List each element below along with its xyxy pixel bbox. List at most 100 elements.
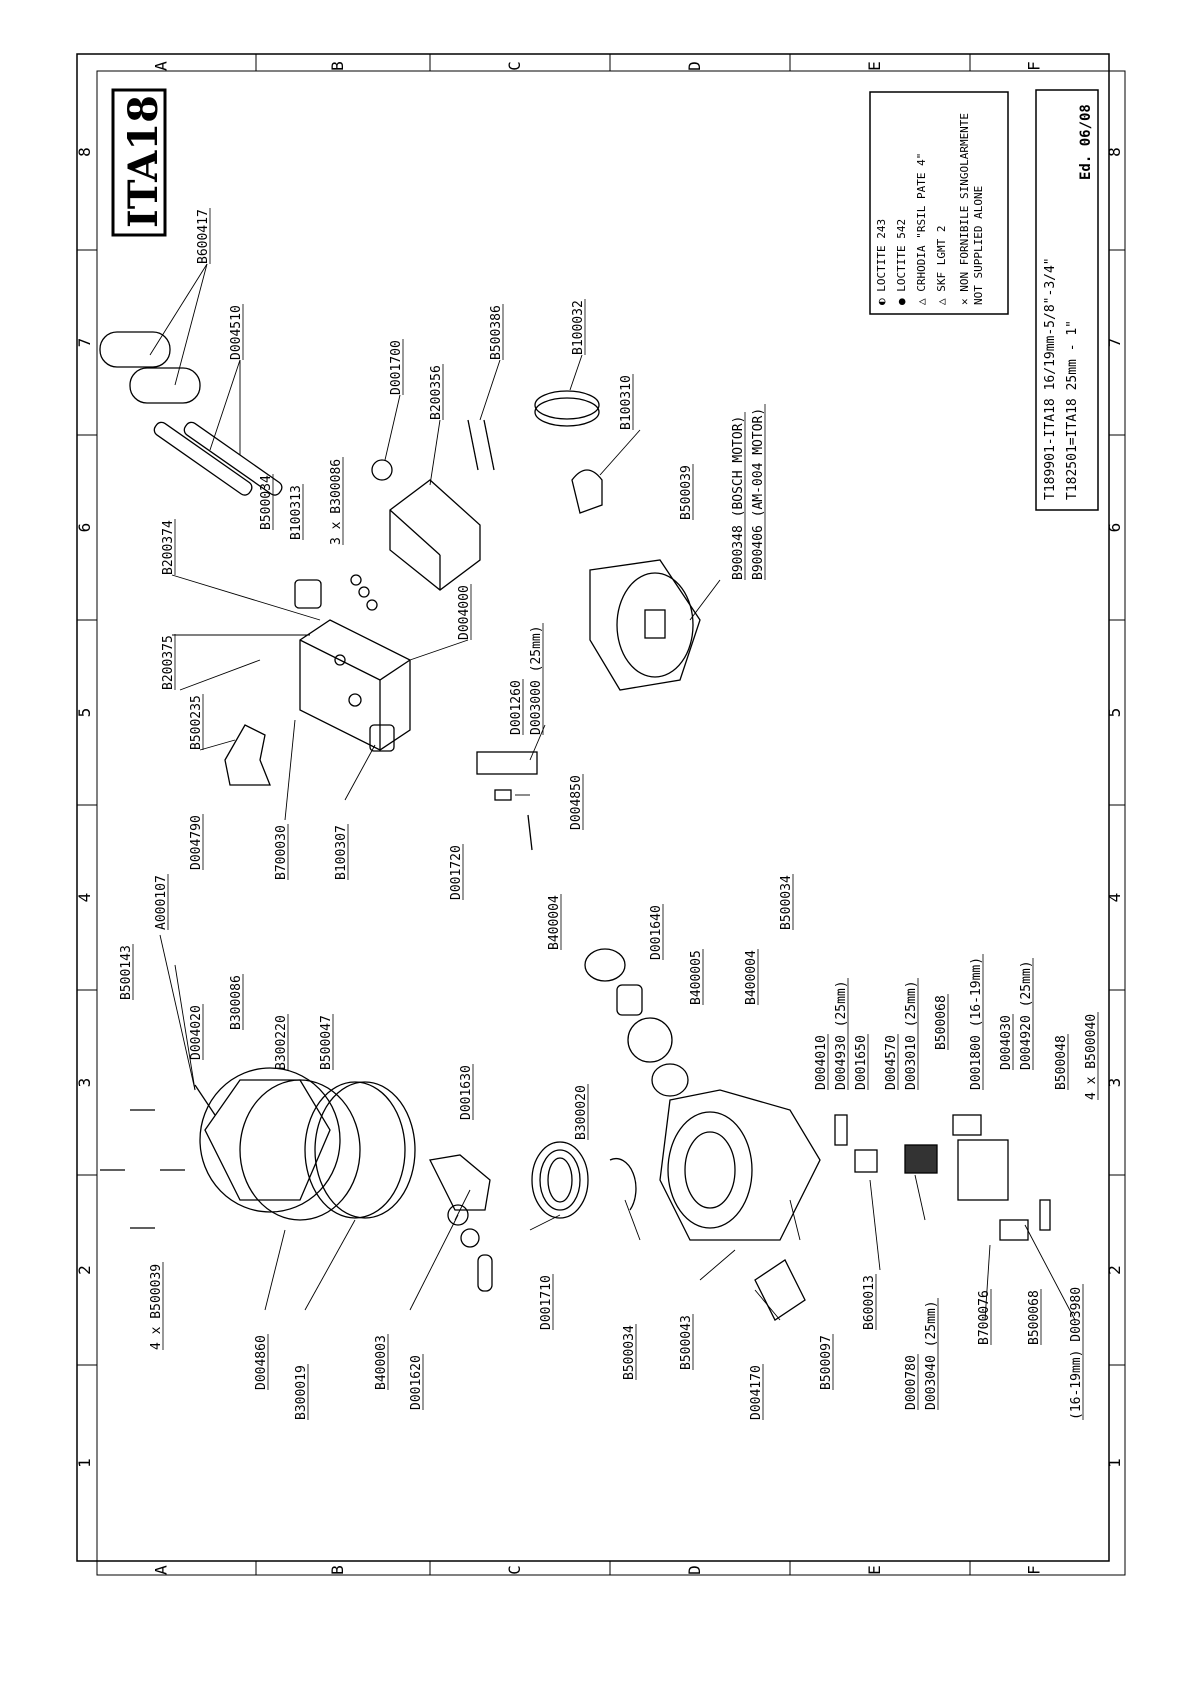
- mounting-plate: [754, 1259, 806, 1321]
- part-label-d004850: D004850: [569, 775, 584, 830]
- part-label-b100313: B100313: [289, 485, 304, 540]
- grid-col-label: 1: [75, 1458, 94, 1468]
- part-label-b500097: B500097: [819, 1335, 834, 1390]
- reference-line-2: T182501=ITA18 25mm - 1": [1065, 320, 1080, 500]
- grid-row-label: B: [328, 1565, 347, 1575]
- part-label-b900406: B900406 (AM-004 MOTOR): [751, 408, 766, 580]
- bearing-b400004-b: [651, 1063, 689, 1097]
- part-label-b500068: B500068: [1027, 1290, 1042, 1345]
- part-label-d001720: D001720: [449, 845, 464, 900]
- grid-col-label: 6: [1105, 523, 1124, 533]
- grid-row-label: C: [505, 61, 524, 71]
- grid-row-label: C: [505, 1565, 524, 1575]
- rod-1: [153, 421, 253, 496]
- part-label-d004030: D004030: [999, 1015, 1014, 1070]
- part-label-d003000: D003000 (25mm): [529, 625, 544, 735]
- legend: ◐ LOCTITE 243 ● LOCTITE 542 △ CRHODIA "RSI…: [875, 113, 985, 305]
- part-label-d004510: D004510: [229, 305, 244, 360]
- part-label-b500068-top: B500068: [934, 995, 949, 1050]
- part-label-d004570: D004570: [884, 1035, 899, 1090]
- part-label-d001630: D001630: [459, 1065, 474, 1120]
- hose-clamp: [534, 390, 600, 420]
- diaphragm: [239, 1079, 361, 1221]
- grid-col-label: 5: [1105, 708, 1124, 718]
- part-label-b700076: B700076: [977, 1290, 992, 1345]
- part-label-b500235: B500235: [189, 695, 204, 750]
- legend-item: ● LOCTITE 542: [895, 219, 908, 305]
- part-label-b400004-top: B400004: [547, 895, 562, 950]
- grid-col-label: 3: [75, 1078, 94, 1088]
- part-label-b500047: B500047: [319, 1015, 334, 1070]
- grip-1: [99, 331, 171, 368]
- part-label-b300086-x3: 3 x B300086: [329, 459, 344, 545]
- spring: [531, 1141, 589, 1219]
- part-label-b500039-x4: 4 x B500039: [149, 1264, 164, 1350]
- grid-row-label: B: [328, 61, 347, 71]
- part-label-d004930: D004930 (25mm): [834, 980, 849, 1090]
- legend-item: ✕ NON FORNIBILE SINGOLARMENTE: [958, 113, 971, 305]
- part-label-d001700: D001700: [389, 340, 404, 395]
- part-label-d004860: D004860: [254, 1335, 269, 1390]
- part-label-b500034-mid: B500034: [779, 875, 794, 930]
- part-label-d004790: D004790: [189, 815, 204, 870]
- bearing-b400004: [584, 948, 626, 982]
- part-label-b500040: 4 x B500040: [1084, 1014, 1099, 1100]
- outer-frame: [76, 53, 1110, 1562]
- part-label-d001620: D001620: [409, 1355, 424, 1410]
- grid-row-label: A: [152, 61, 171, 71]
- valve-block: [299, 619, 411, 751]
- fitting-b100313: [294, 579, 322, 609]
- part-label-b500048: B500048: [1054, 1035, 1069, 1090]
- part-label-b300019: B300019: [294, 1365, 309, 1420]
- part-label-b200374: B200374: [161, 520, 176, 575]
- reservoir: [389, 479, 481, 591]
- grid-row-label: E: [865, 61, 884, 71]
- grid-col-label: 5: [75, 708, 94, 718]
- cap-d001700: [371, 459, 393, 481]
- legend-item: NOT SUPPLIED ALONE: [972, 186, 985, 305]
- part-label-b300220: B300220: [274, 1015, 289, 1070]
- pump-head: [204, 1079, 331, 1201]
- part-label-b200356: B200356: [429, 365, 444, 420]
- part-label-b100307: B100307: [334, 825, 349, 880]
- leader-lines: [149, 263, 1076, 1321]
- part-label-d004010: D004010: [814, 1035, 829, 1090]
- part-label-b300020: B300020: [574, 1085, 589, 1140]
- part-label-b400003: B400003: [374, 1335, 389, 1390]
- legend-item: ◐ LOCTITE 243: [875, 219, 888, 305]
- grid-col-label: 4: [75, 893, 94, 903]
- part-label-b600013: B600013: [862, 1275, 877, 1330]
- shaft-d001640: [616, 984, 643, 1016]
- legend-box: [869, 91, 1009, 315]
- part-label-d001650: D001650: [854, 1035, 869, 1090]
- bracket: [224, 724, 271, 786]
- grid-row-label: F: [1025, 1565, 1044, 1575]
- part-label-d000780: D000780: [904, 1355, 919, 1410]
- part-label-a000107: A000107: [154, 875, 169, 930]
- grid-col-label: 7: [75, 338, 94, 348]
- part-label-b500034-low: B500034: [622, 1325, 637, 1380]
- part-label-b100310: B100310: [619, 375, 634, 430]
- part-label-b400005: B400005: [689, 950, 704, 1005]
- legend-item: △ CRHODIA "RSIL PATE 4": [915, 153, 928, 305]
- cup: [609, 1157, 637, 1211]
- grid-row-label: E: [865, 1565, 884, 1575]
- part-label-b100032: B100032: [571, 300, 586, 355]
- part-label-d004000: D004000: [457, 585, 472, 640]
- part-label-b900348: B900348 (BOSCH MOTOR): [731, 416, 746, 580]
- grip-2: [129, 367, 201, 404]
- part-label-b400004: B400004: [744, 950, 759, 1005]
- motor: [589, 559, 701, 691]
- edition-label: Ed. 06/08: [1078, 104, 1094, 180]
- legend-item: △ SKF LGMT 2: [935, 226, 948, 305]
- grid-col-label: 8: [75, 147, 94, 157]
- grid-row-label: D: [685, 61, 704, 71]
- fitting-b100307: [369, 724, 395, 752]
- part-label-d004020: D004020: [189, 1005, 204, 1060]
- elbow-fitting: [571, 469, 603, 514]
- part-label-d001710: D001710: [539, 1275, 554, 1330]
- part-label-d003980: (16-19mm) D003980: [1069, 1287, 1084, 1420]
- part-label-d004920: D004920 (25mm): [1019, 960, 1034, 1070]
- inner-frame: [96, 70, 1126, 1576]
